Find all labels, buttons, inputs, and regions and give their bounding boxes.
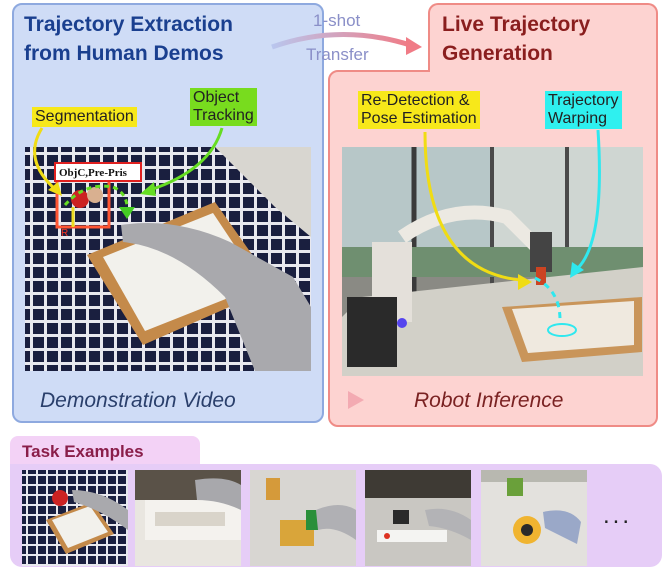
transfer-label-line2: Transfer (306, 45, 369, 64)
task-examples-tab (10, 436, 200, 466)
trajectory-warping-label-line2: Warping (548, 110, 607, 127)
robot-panel-title-line1: Live Trajectory (442, 13, 591, 36)
trajectory-warping-label-line1: Trajectory (548, 92, 619, 109)
object-box-label: ObjC,Pre-Pris (59, 167, 128, 179)
trajectory-warping-label: Trajectory Warping (545, 91, 622, 129)
inference-arrow (294, 391, 364, 409)
redetection-label: Re-Detection & Pose Estimation (358, 91, 480, 129)
robot-panel-title-line2: Generation (442, 42, 553, 65)
redetection-label-line2: Pose Estimation (361, 110, 477, 127)
redetection-label-line1: Re-Detection & (361, 92, 470, 109)
task-example-thumbnail (481, 470, 587, 566)
task-examples-title: Task Examples (22, 442, 144, 461)
human-demo-title-line2: from Human Demos (24, 42, 224, 65)
task-example-thumbnail (22, 470, 128, 566)
demonstration-photo: ObjC,Pre-Pris R (25, 147, 311, 371)
task-example-thumbnail (135, 470, 241, 566)
object-tracking-label-line2: Tracking (193, 107, 254, 124)
segmentation-label: Segmentation (32, 107, 137, 127)
transfer-label-line1: 1-shot (313, 11, 361, 30)
task-example-thumbnail (250, 470, 356, 566)
human-demo-title: Trajectory Extraction from Human Demos (24, 10, 304, 68)
robot-panel-title: Live Trajectory Generation (442, 10, 652, 68)
more-examples-ellipsis: ... (603, 502, 633, 529)
object-tracking-label-line1: Object (193, 89, 240, 106)
demonstration-caption: Demonstration Video (40, 389, 236, 412)
object-tracking-label: Object Tracking (190, 88, 257, 126)
human-demo-title-line1: Trajectory Extraction (24, 13, 233, 36)
transfer-arrow (271, 32, 422, 55)
marker-label: R (61, 228, 68, 239)
robot-inference-caption: Robot Inference (414, 389, 564, 412)
task-example-thumbnail (365, 470, 471, 566)
robot-photo (342, 147, 643, 376)
